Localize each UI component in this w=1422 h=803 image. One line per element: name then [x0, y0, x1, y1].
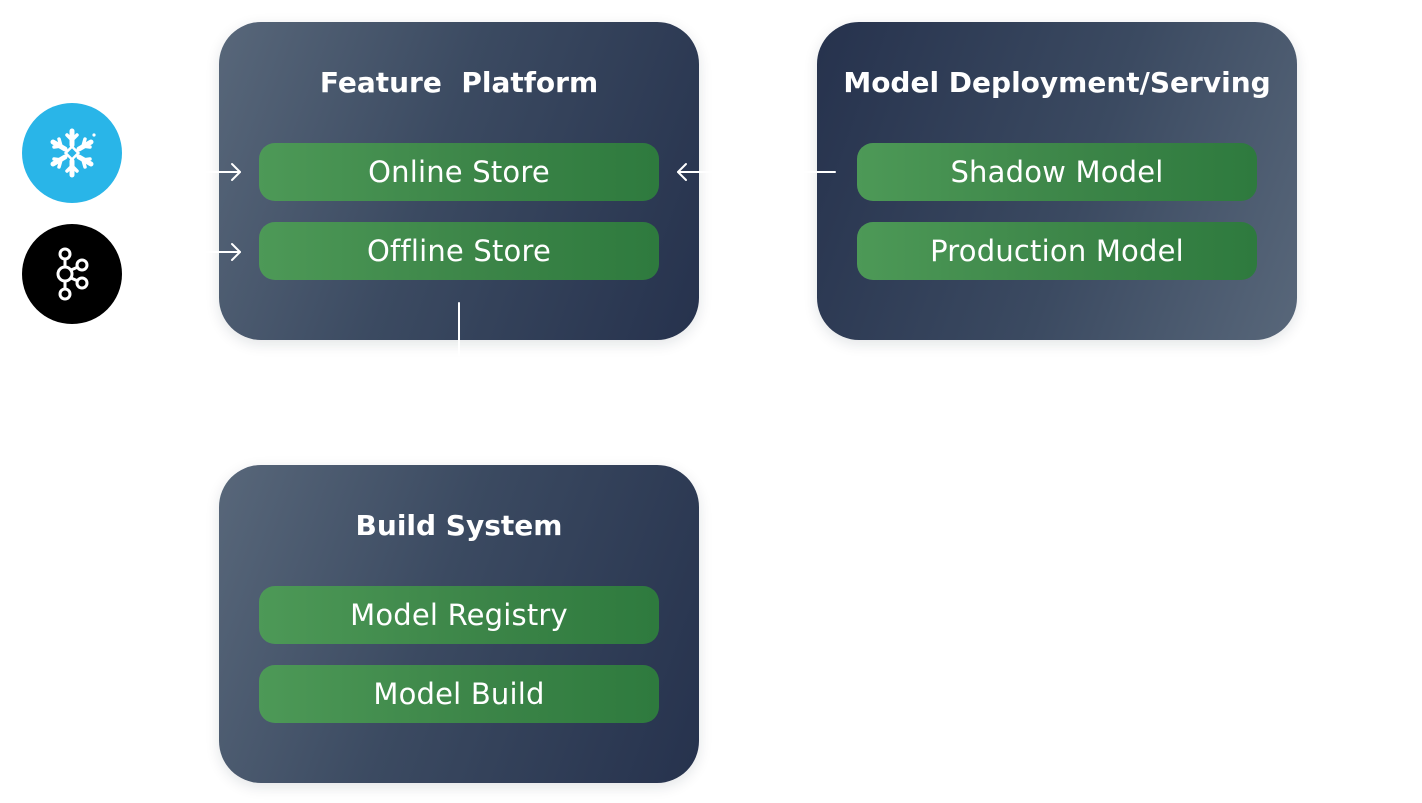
model-build-node: Model Build — [259, 665, 659, 723]
offline-store-node: Offline Store — [259, 222, 659, 280]
shadow-model-node: Shadow Model — [857, 143, 1257, 201]
model-registry-node: Model Registry — [259, 586, 659, 644]
feature-platform-panel: Feature Platform Online Store Offline St… — [219, 22, 699, 340]
feature-platform-title: Feature Platform — [319, 66, 599, 99]
production-model-node: Production Model — [857, 222, 1257, 280]
model-serving-panel: Model Deployment/Serving Shadow Model Pr… — [817, 22, 1297, 340]
model-serving-title: Model Deployment/Serving — [843, 66, 1271, 99]
online-store-node: Online Store — [259, 143, 659, 201]
build-system-title: Build System — [355, 509, 563, 542]
build-system-panel: Build System Model Registry Model Build — [219, 465, 699, 783]
snowflake-logo — [22, 103, 122, 203]
kafka-icon — [56, 247, 89, 301]
kafka-logo — [22, 224, 122, 324]
snowflake-icon — [50, 128, 96, 178]
serving-to-online-arrow — [677, 163, 836, 181]
